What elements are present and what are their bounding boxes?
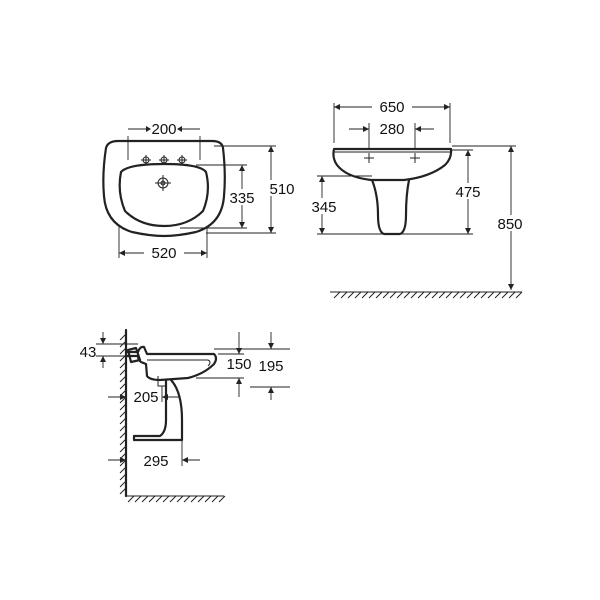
side-floor-height-label: 850 bbox=[497, 216, 522, 233]
side-depth-dimension: 650 bbox=[333, 98, 451, 143]
wall-pedestal-outline bbox=[132, 378, 184, 442]
front-view: 200 520 335 bbox=[102, 121, 298, 262]
wall-bowl-height-label: 150 bbox=[226, 356, 251, 373]
wall-pedestal-projection-label: 295 bbox=[143, 453, 168, 470]
tap-hole-icon bbox=[364, 153, 374, 163]
side-pedestal-outline bbox=[370, 178, 411, 236]
front-width-label: 520 bbox=[151, 245, 176, 262]
front-tap-spacing-dimension: 200 bbox=[127, 121, 201, 160]
wall-bracket bbox=[126, 346, 142, 364]
front-width-dimension: 520 bbox=[118, 226, 208, 262]
front-bowl-depth-dimension: 335 bbox=[180, 164, 258, 229]
side-basin-outline bbox=[332, 147, 453, 182]
front-basin-outline bbox=[102, 139, 226, 238]
front-bowl-inner bbox=[118, 162, 210, 228]
wall-bowl-height-dimension: 150 bbox=[196, 332, 256, 397]
wall-waste-offset-label: 205 bbox=[133, 389, 158, 406]
wall-back-rim-label: 43 bbox=[80, 344, 97, 361]
wall-waste-offset-dimension: 205 bbox=[108, 386, 180, 406]
side-depth-label: 650 bbox=[379, 99, 404, 116]
wall-total-height-label: 195 bbox=[258, 358, 283, 375]
wall-basin-outline bbox=[124, 345, 218, 382]
front-height-label: 510 bbox=[269, 181, 294, 198]
wall-floor-hatch bbox=[127, 495, 226, 503]
drain-icon bbox=[155, 175, 171, 191]
front-height-dimension: 510 bbox=[206, 145, 298, 234]
tap-hole-icon bbox=[177, 155, 187, 165]
tap-hole-icon bbox=[159, 155, 169, 165]
wall-view: 43 150 195 bbox=[80, 328, 290, 503]
side-rim-pedestal-dimension: 475 bbox=[400, 149, 488, 235]
tap-hole-icon bbox=[410, 153, 420, 163]
tap-hole-icon bbox=[141, 155, 151, 165]
wall-total-height-dimension: 195 bbox=[214, 332, 290, 400]
side-view: 650 280 345 bbox=[306, 98, 528, 299]
side-floor-line bbox=[330, 291, 523, 299]
side-tap-spacing-dimension: 280 bbox=[349, 121, 434, 150]
side-rim-pedestal-label: 475 bbox=[455, 184, 480, 201]
side-tap-spacing-label: 280 bbox=[379, 121, 404, 138]
wall-back-rim-dimension: 43 bbox=[80, 332, 138, 368]
front-tap-spacing-label: 200 bbox=[151, 121, 176, 138]
front-bowl-depth-label: 335 bbox=[229, 190, 254, 207]
side-floor-height-dimension: 850 bbox=[452, 145, 528, 290]
wall-pedestal-projection-dimension: 295 bbox=[108, 440, 200, 470]
side-pedestal-height-label: 345 bbox=[311, 199, 336, 216]
wall-hatch bbox=[119, 333, 127, 495]
side-pedestal-height-dimension: 345 bbox=[306, 175, 384, 235]
